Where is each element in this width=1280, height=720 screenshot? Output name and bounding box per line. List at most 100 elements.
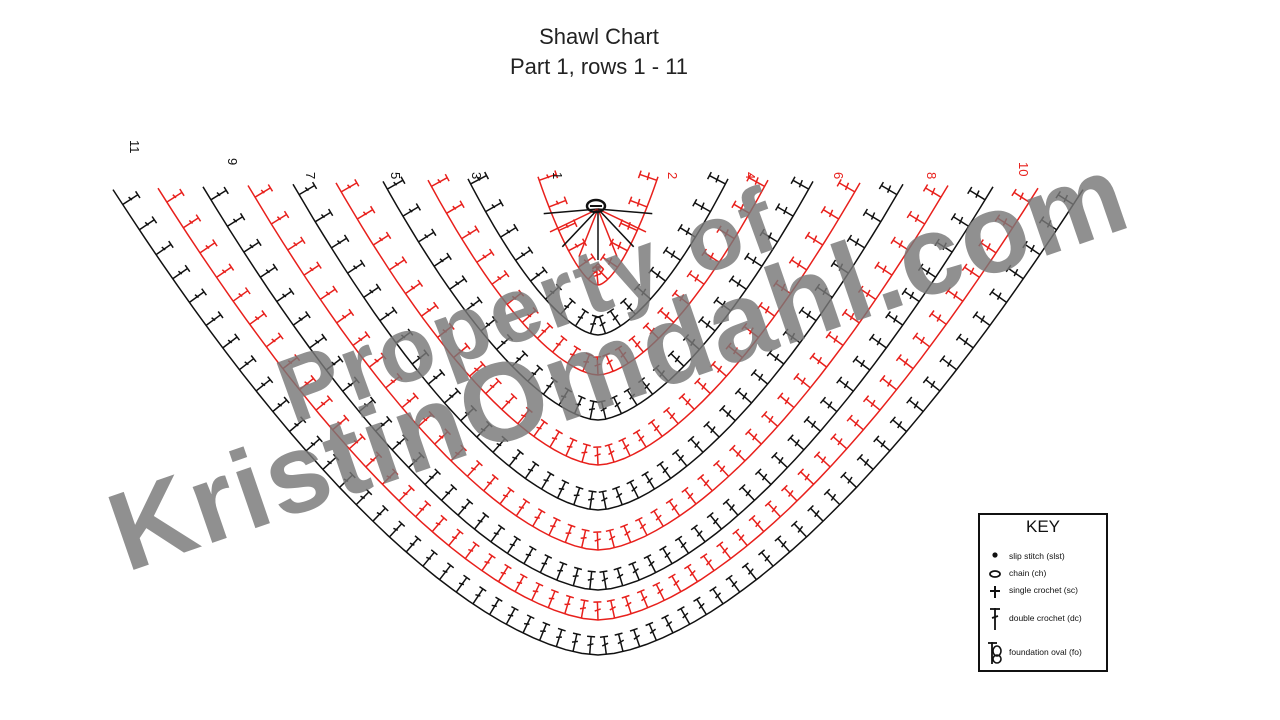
stitch-mark [572,566,583,586]
stitch-mark [657,307,675,323]
stitch-mark [564,523,576,543]
stitch-mark [846,234,865,249]
spoke-stitch [549,208,599,233]
stitch-mark [527,364,544,382]
row-label-10: 10 [1016,162,1031,176]
stitch-mark [508,448,524,467]
stitch-mark [722,498,739,516]
key-item-single-crochet: single crochet (sc) [980,579,1106,603]
stitch-mark [485,377,502,395]
key-item-foundation-oval: foundation oval (fo) [980,641,1106,665]
center-foundation-oval-icon [585,198,607,214]
stitch-mark [199,239,218,254]
stitch-mark [573,394,586,414]
stitch-mark [322,453,340,470]
stitch-mark [450,444,468,462]
chain-line [112,189,1084,656]
stitch-mark [618,437,631,457]
stitch-mark [434,428,452,445]
stitch-mark [628,561,640,581]
spoke-stitch [578,208,599,257]
stitch-mark [222,333,241,349]
stitch-mark [605,528,616,548]
stitch-mark [955,333,974,349]
stitch-mark [292,310,311,326]
stitch-mark [453,342,471,359]
stitch-mark [265,332,284,348]
stitch-mark [464,541,480,560]
stitch-mark [540,470,555,490]
stitch-mark [771,451,788,469]
stitch-mark [385,372,403,389]
stitch-mark [912,332,931,348]
stitch-row-4 [427,173,769,376]
stitch-mark [614,345,629,364]
stitch-mark [166,188,185,203]
stitch-mark [305,435,323,452]
stitch-mark [375,415,393,432]
stitch-mark [587,262,604,280]
stitch-mark [609,394,623,414]
stitch-mark [699,553,715,572]
stitch-mark [620,523,632,543]
stitch-mark [461,225,480,240]
stitch-mark [500,223,519,238]
stitch-mark [626,479,640,499]
stitch-mark [431,514,448,533]
stitch-mark [613,566,624,587]
stitch-mark [774,203,794,217]
stitch-mark [437,322,455,339]
stitch-mark [690,524,706,543]
stitch-mark [741,562,757,581]
stitch-mark [444,387,462,404]
stitch-mark [628,196,648,208]
row-label-4: 4 [743,172,758,179]
stitch-mark [623,387,638,406]
stitch-mark [405,535,422,553]
stitch-mark [885,311,904,326]
stitch-mark [636,589,649,609]
stitch-mark [593,531,602,551]
stitch-mark [517,406,533,425]
stitch-mark [332,414,350,431]
stitch-mark [868,333,887,349]
stitch-mark [573,485,584,506]
stitch-mark [591,263,609,280]
stitch-mark [330,234,350,249]
stitch-mark [388,256,408,271]
spoke-stitch [561,208,599,248]
stitch-mark [628,335,644,353]
stitch-mark [325,355,344,371]
stitch-mark [433,252,452,267]
stitch-mark [470,171,490,185]
stitch-mark [656,460,672,479]
stitch-mark [928,310,947,325]
stitch-mark [448,528,464,547]
stitch-row-5 [382,176,814,421]
stitch-mark [1022,240,1041,256]
row-label-3: 3 [469,172,484,179]
stitch-mark [342,376,360,392]
stitch-mark [598,490,608,510]
stitch-mark [621,594,632,615]
stitch-mark [314,208,334,223]
stitch-mark [766,349,785,365]
stitch-mark [780,484,798,502]
stitch-mark [496,333,514,350]
stitch-mark [988,288,1008,304]
stitch-mark [580,528,590,548]
stitch-mark [788,256,808,271]
key-label: chain (ch) [1009,568,1047,578]
stitch-mark [523,545,537,565]
stitch-mark [521,306,539,323]
stitch-mark [548,196,568,208]
stitch-mark [363,283,382,299]
stitch-mark [567,345,582,364]
stitch-mark [254,184,274,198]
stitch-mark [355,488,373,506]
stitch-mark [574,308,590,327]
stitch-mark [790,176,810,190]
stitch-mark [772,279,792,295]
stitch-mark [464,296,483,312]
